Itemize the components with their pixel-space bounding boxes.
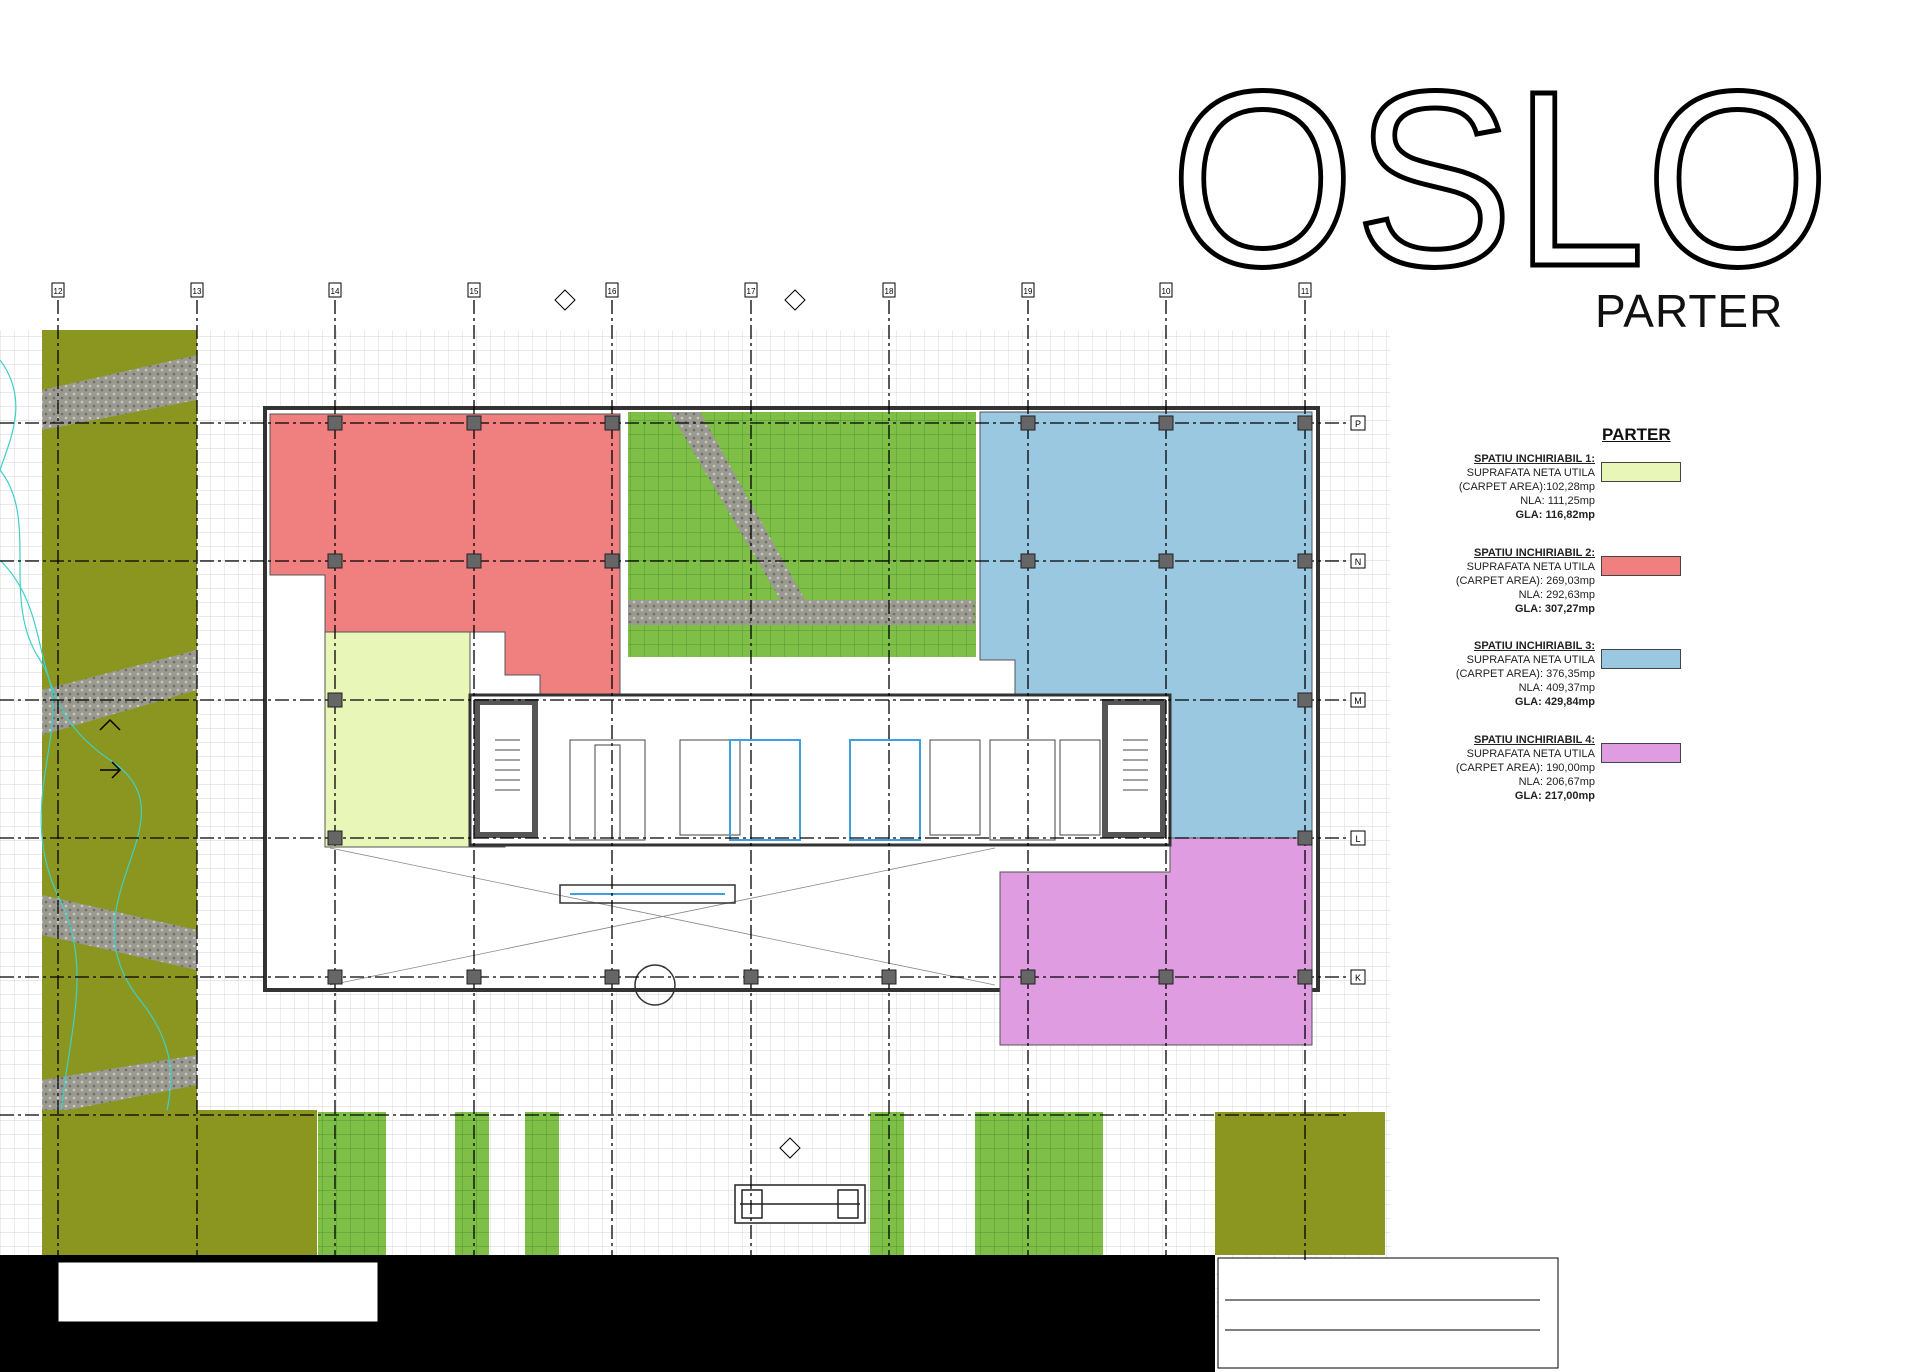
column-tag: 11: [1298, 282, 1312, 298]
column-tag-label: 17: [747, 287, 756, 296]
space-2-area: [269, 413, 621, 697]
stone-path-1: [42, 355, 197, 430]
courtyard-path-2: [628, 600, 798, 625]
floor-subtitle: PARTER: [1595, 285, 1784, 337]
contour-line-1: [0, 469, 78, 1251]
project-title: OSLO: [1168, 60, 1833, 290]
legend-text: SPATIU INCHIRIABIL 2: SUPRAFATA NETA UTI…: [1395, 546, 1595, 616]
column-tag-label: 18: [885, 287, 894, 296]
lawn-5: [975, 1112, 1103, 1255]
column-tag: 14: [328, 282, 342, 298]
column-tag: 16: [605, 282, 619, 298]
lawn-1: [318, 1112, 386, 1255]
row-tag-label: K: [1355, 973, 1361, 983]
stone-path-2: [42, 650, 197, 735]
core-block: [468, 693, 1172, 847]
legend-item-line: (CARPET AREA): 269,03mp: [1455, 575, 1595, 587]
column-tag-label: 15: [470, 287, 479, 296]
legend-item-line: SUPRAFATA NETA UTILA: [1466, 748, 1595, 760]
row-tag: K: [1350, 969, 1366, 985]
row-tag-label: N: [1355, 557, 1362, 567]
ramp-right: [1217, 1257, 1559, 1369]
row-tag-label: L: [1355, 834, 1360, 844]
column-tag-label: 13: [193, 287, 202, 296]
column-tag-label: 14: [331, 287, 340, 296]
entrance-arrow-icon: [99, 718, 122, 779]
row-tag: P: [1350, 415, 1366, 431]
stair-left: [474, 699, 538, 838]
legend-item-title: SPATIU INCHIRIABIL 2:: [1473, 547, 1595, 559]
bus: [734, 1184, 866, 1224]
column-tag: 13: [190, 282, 204, 298]
stone-path-3: [42, 895, 197, 970]
column-tag-label: 10: [1162, 287, 1171, 296]
legend-item-line: (CARPET AREA): 376,35mp: [1455, 668, 1595, 680]
columns: [327, 415, 1313, 985]
legend-item-3: SPATIU INCHIRIABIL 3: SUPRAFATA NETA UTI…: [1425, 639, 1715, 729]
row-tags: P N M L K: [1350, 415, 1366, 985]
column-tag-label: 12: [54, 287, 63, 296]
row-tag-label: P: [1355, 419, 1361, 429]
legend-item-2: SPATIU INCHIRIABIL 2: SUPRAFATA NETA UTI…: [1425, 546, 1715, 636]
legend-item-1: SPATIU INCHIRIABIL 1: SUPRAFATA NETA UTI…: [1425, 452, 1715, 542]
project-title-text: OSLO: [1170, 60, 1830, 290]
column-tag: 19: [1021, 282, 1035, 298]
contour-line-3: [0, 359, 17, 471]
column-tag: 17: [744, 282, 758, 298]
row-tag: N: [1350, 553, 1366, 569]
column-tag-label: 11: [1301, 287, 1310, 296]
row-tag: L: [1350, 830, 1366, 846]
legend-swatch: [1601, 649, 1681, 669]
legend-item-line: SUPRAFATA NETA UTILA: [1466, 467, 1595, 479]
legend-text: SPATIU INCHIRIABIL 3: SUPRAFATA NETA UTI…: [1395, 639, 1595, 709]
lawn-3: [525, 1112, 559, 1255]
compass-icon: [554, 289, 806, 1159]
legend-item-line: SUPRAFATA NETA UTILA: [1466, 654, 1595, 666]
column-tag: 12: [51, 282, 65, 298]
stone-path-4: [42, 1055, 197, 1115]
legend-item-nla: NLA: 409,37mp: [1518, 682, 1595, 694]
legend-text: SPATIU INCHIRIABIL 4: SUPRAFATA NETA UTI…: [1395, 733, 1595, 803]
legend-text: SPATIU INCHIRIABIL 1: SUPRAFATA NETA UTI…: [1395, 452, 1595, 522]
legend-item-gla: GLA: 307,27mp: [1514, 603, 1595, 615]
ramp-left: [57, 1261, 379, 1323]
legend-item-line: (CARPET AREA): 190,00mp: [1455, 762, 1595, 774]
olive-band-right: [1215, 1112, 1385, 1255]
legend-item-nla: NLA: 292,63mp: [1518, 589, 1595, 601]
legend-item-4: SPATIU INCHIRIABIL 4: SUPRAFATA NETA UTI…: [1425, 733, 1715, 823]
column-tag-label: 19: [1024, 287, 1033, 296]
legend-item-gla: GLA: 429,84mp: [1514, 696, 1595, 708]
legend-swatch: [1601, 462, 1681, 482]
row-tag-label: M: [1354, 696, 1362, 706]
column-tag-label: 16: [608, 287, 617, 296]
olive-band-left: [42, 1110, 317, 1255]
stair-right: [1102, 699, 1166, 838]
column-tag: 15: [467, 282, 481, 298]
legend-item-line: (CARPET AREA):102,28mp: [1458, 481, 1595, 493]
column-tag: 10: [1159, 282, 1173, 298]
legend-heading: PARTER: [1602, 425, 1671, 444]
courtyard-path: [670, 412, 975, 625]
lawn-4: [870, 1112, 904, 1255]
legend-item-nla: NLA: 111,25mp: [1520, 495, 1595, 507]
legend-item-line: SUPRAFATA NETA UTILA: [1466, 561, 1595, 573]
column-tag: 18: [882, 282, 896, 298]
legend-swatch: [1601, 556, 1681, 576]
legend-item-title: SPATIU INCHIRIABIL 3:: [1473, 640, 1595, 652]
lobby: [329, 847, 996, 1006]
structural-grid: [0, 300, 1350, 1260]
legend-item-gla: GLA: 217,00mp: [1514, 790, 1595, 802]
row-tag: M: [1350, 692, 1366, 708]
column-tags: 12 13 14 15 16 17 18 19 10 11: [51, 282, 1312, 298]
legend-item-nla: NLA: 206,67mp: [1518, 776, 1595, 788]
legend-item-title: SPATIU INCHIRIABIL 4:: [1473, 734, 1595, 746]
lawn-2: [455, 1112, 489, 1255]
legend-item-gla: GLA: 116,82mp: [1515, 509, 1595, 521]
legend-swatch: [1601, 743, 1681, 763]
legend-item-title: SPATIU INCHIRIABIL 1:: [1473, 453, 1595, 465]
